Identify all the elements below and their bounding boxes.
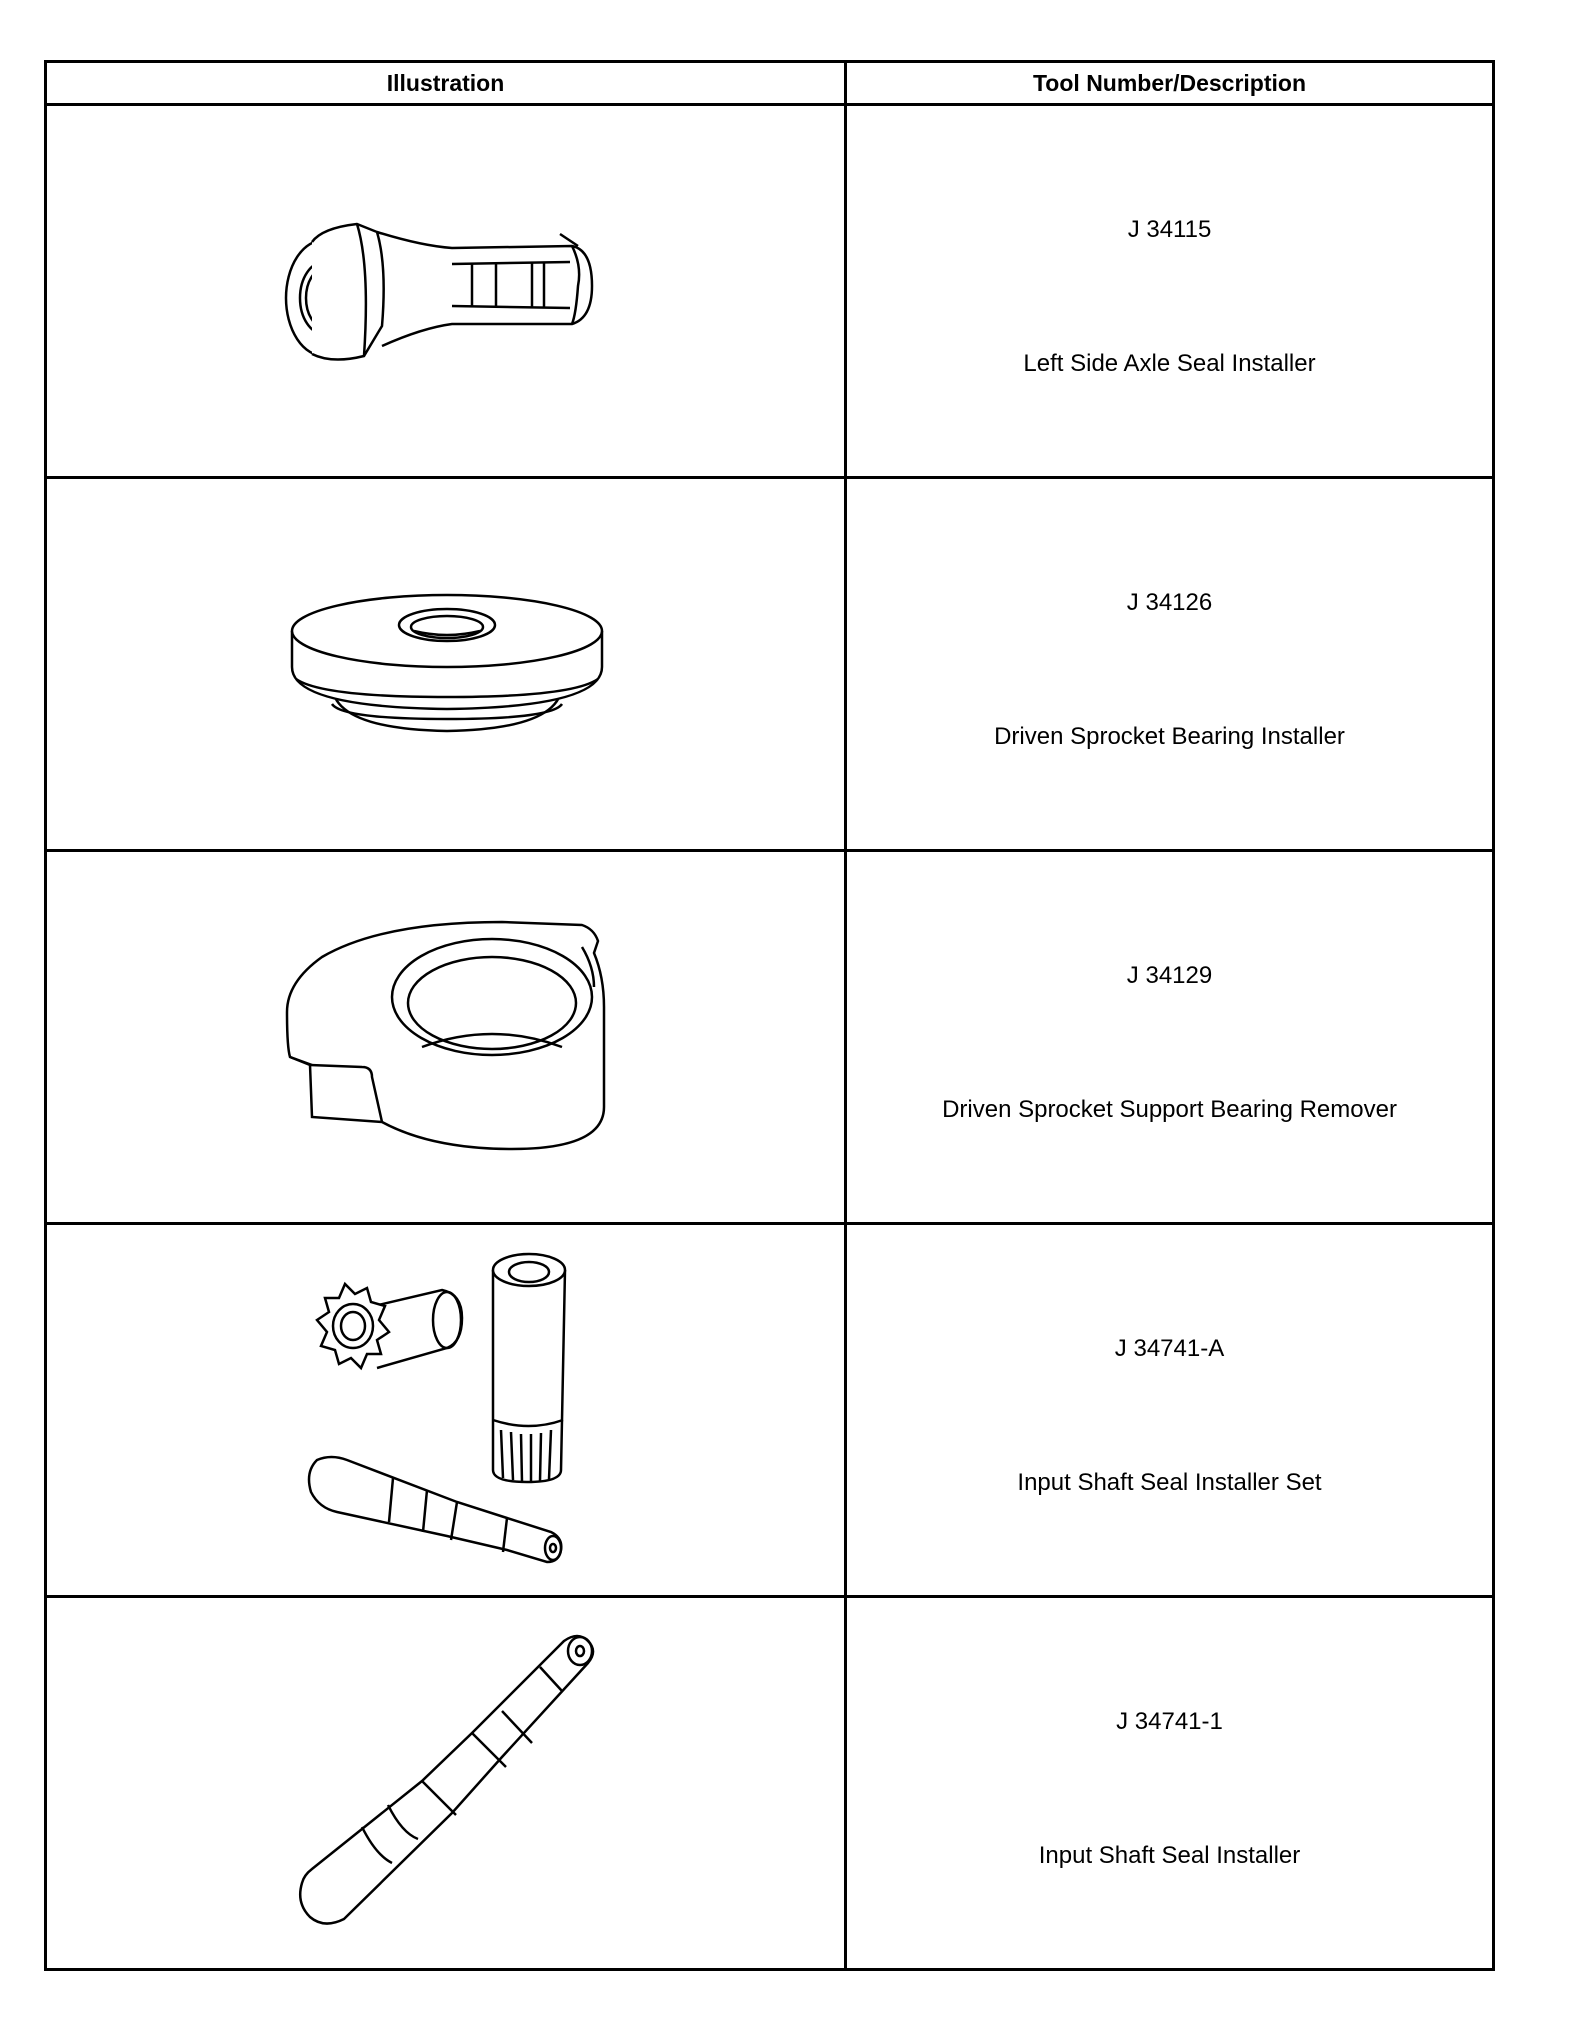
illustration-cell	[44, 476, 847, 852]
table-row: J 34741-A Input Shaft Seal Installer Set	[44, 1222, 1495, 1598]
illustration-cell	[44, 849, 847, 1225]
table-row: J 34115 Left Side Axle Seal Installer	[44, 103, 1495, 479]
illustration-cell	[44, 1595, 847, 1971]
bearing-installer-icon	[282, 579, 612, 749]
tool-number: J 34115	[1127, 216, 1212, 243]
tool-number: J 34741-A	[1114, 1335, 1225, 1362]
tool-header: Tool Number/Description	[844, 60, 1495, 106]
tool-number: J 34129	[1126, 962, 1213, 989]
bearing-remover-icon	[282, 917, 612, 1157]
tool-cell: J 34115 Left Side Axle Seal Installer	[844, 103, 1495, 479]
special-tools-table: Illustration Tool Number/Description	[44, 60, 1495, 1971]
tool-cell: J 34741-1 Input Shaft Seal Installer	[844, 1595, 1495, 1971]
seal-installer-set-icon	[297, 1250, 597, 1570]
tool-number: J 34126	[1126, 589, 1213, 616]
tool-description: Driven Sprocket Bearing Installer	[994, 723, 1345, 750]
header-row: Illustration Tool Number/Description	[44, 60, 1495, 106]
table-row: J 34126 Driven Sprocket Bearing Installe…	[44, 476, 1495, 852]
tool-cell: J 34741-A Input Shaft Seal Installer Set	[844, 1222, 1495, 1598]
tool-cell: J 34126 Driven Sprocket Bearing Installe…	[844, 476, 1495, 852]
tool-description: Input Shaft Seal Installer Set	[1017, 1469, 1322, 1496]
axle-seal-installer-icon	[282, 206, 612, 376]
illustration-header: Illustration	[44, 60, 847, 106]
tool-number: J 34741-1	[1116, 1708, 1223, 1735]
tool-cell: J 34129 Driven Sprocket Support Bearing …	[844, 849, 1495, 1225]
table-row: J 34741-1 Input Shaft Seal Installer	[44, 1595, 1495, 1971]
illustration-cell	[44, 103, 847, 479]
seal-installer-icon	[292, 1633, 602, 1933]
tool-description: Driven Sprocket Support Bearing Remover	[942, 1096, 1397, 1123]
tool-description: Left Side Axle Seal Installer	[1023, 350, 1316, 377]
table-row: J 34129 Driven Sprocket Support Bearing …	[44, 849, 1495, 1225]
illustration-cell	[44, 1222, 847, 1598]
tool-description: Input Shaft Seal Installer	[1038, 1842, 1301, 1869]
